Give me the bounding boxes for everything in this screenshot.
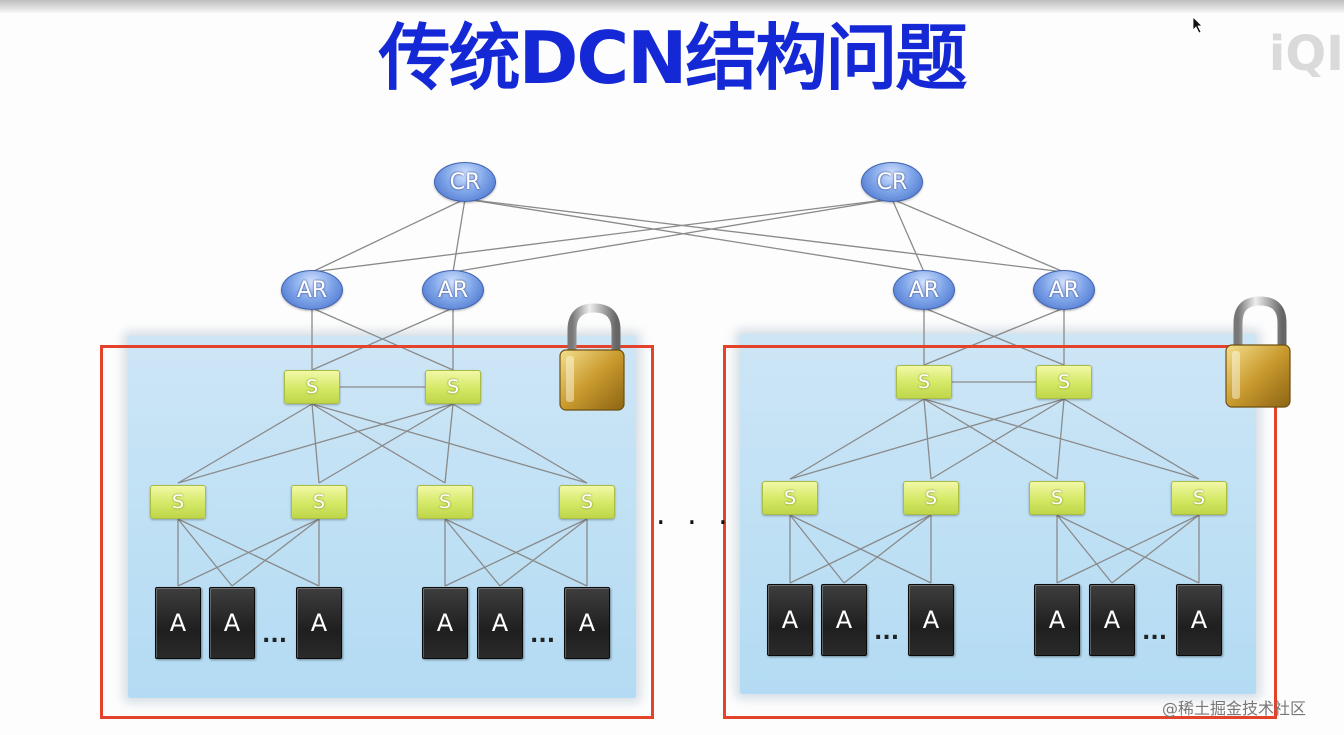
padlock-icon	[1225, 296, 1291, 408]
access-router-4: AR	[1033, 270, 1095, 310]
core-router-2: CR	[861, 162, 923, 202]
server: A	[209, 587, 255, 659]
core-router-1: CR	[434, 162, 496, 202]
server: A	[477, 587, 523, 659]
server: A	[155, 587, 201, 659]
access-switch: S	[903, 481, 959, 515]
video-watermark: iQI	[1268, 26, 1344, 82]
aggregation-switch: S	[1036, 365, 1092, 399]
server: A	[908, 584, 954, 656]
pod-frame-left	[100, 345, 654, 719]
server-ellipsis: ...	[530, 623, 556, 648]
access-switch: S	[762, 481, 818, 515]
pod-frame-right	[723, 345, 1277, 719]
access-router-2: AR	[422, 270, 484, 310]
aggregation-switch: S	[284, 370, 340, 404]
access-switch: S	[559, 485, 615, 519]
access-switch: S	[417, 485, 473, 519]
more-pods-ellipsis: . . .	[656, 497, 734, 532]
server: A	[1089, 584, 1135, 656]
access-switch: S	[291, 485, 347, 519]
source-credit: @稀土掘金技术社区	[1162, 699, 1307, 718]
server: A	[1176, 584, 1222, 656]
server: A	[564, 587, 610, 659]
aggregation-switch: S	[896, 365, 952, 399]
server: A	[422, 587, 468, 659]
server: A	[821, 584, 867, 656]
server-ellipsis: ...	[1142, 620, 1168, 645]
server: A	[1034, 584, 1080, 656]
cursor-icon	[1192, 16, 1203, 34]
slide-title: 传统DCN结构问题	[378, 16, 968, 100]
access-router-3: AR	[893, 270, 955, 310]
aggregation-switch: S	[425, 370, 481, 404]
access-switch: S	[1029, 481, 1085, 515]
server: A	[767, 584, 813, 656]
server-ellipsis: ...	[874, 620, 900, 645]
server-ellipsis: ...	[262, 623, 288, 648]
top-bar	[0, 0, 1344, 14]
access-router-1: AR	[281, 270, 343, 310]
access-switch: S	[1171, 481, 1227, 515]
server: A	[296, 587, 342, 659]
padlock-icon	[559, 303, 625, 411]
access-switch: S	[150, 485, 206, 519]
